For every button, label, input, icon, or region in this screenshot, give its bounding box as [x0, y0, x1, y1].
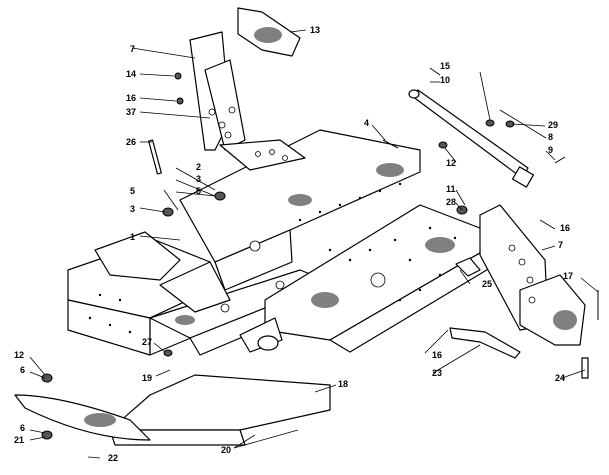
callout-23: 23 [432, 368, 442, 378]
callout-37: 37 [126, 107, 136, 117]
callout-19: 19 [142, 373, 152, 383]
steering-shaft [408, 89, 535, 188]
callout-13: 13 [310, 25, 320, 35]
callout-5a: 5 [196, 186, 201, 196]
callout-22: 22 [108, 453, 118, 463]
callout-7b: 7 [558, 240, 563, 250]
front-frame [67, 129, 501, 356]
callout-26: 26 [126, 137, 136, 147]
steering-support-right [479, 204, 586, 346]
callout-9: 9 [548, 145, 553, 155]
callout-29: 29 [548, 120, 558, 130]
callout-12b: 12 [14, 350, 24, 360]
callout-24: 24 [555, 373, 565, 383]
callout-21: 21 [14, 435, 24, 445]
callout-12a: 12 [446, 158, 456, 168]
callout-6a: 6 [20, 365, 25, 375]
callout-3b: 3 [130, 204, 135, 214]
hardware [41, 72, 599, 440]
callout-7a: 7 [130, 44, 135, 54]
callout-3a: 3 [196, 174, 201, 184]
leader-lines [29, 29, 599, 459]
callout-14: 14 [126, 69, 136, 79]
callout-16a: 16 [126, 93, 136, 103]
steering-support-left [189, 7, 306, 171]
callout-6b: 6 [20, 423, 25, 433]
callout-27: 27 [142, 337, 152, 347]
callout-25: 25 [482, 279, 492, 289]
callout-labels: 1 2 3 5 5 3 4 6 6 7 7 8 9 10 11 12 12 13… [14, 25, 573, 463]
callout-18: 18 [338, 379, 348, 389]
callout-2: 2 [196, 162, 201, 172]
callout-28: 28 [446, 197, 456, 207]
rivet-dots [88, 182, 457, 334]
callout-1: 1 [130, 232, 135, 242]
callout-17: 17 [563, 271, 573, 281]
callout-20: 20 [221, 445, 231, 455]
callout-11: 11 [446, 184, 456, 194]
callout-4: 4 [364, 118, 369, 128]
callout-16c: 16 [432, 350, 442, 360]
callout-8: 8 [548, 132, 553, 142]
callout-10: 10 [440, 75, 450, 85]
callout-5b: 5 [130, 186, 135, 196]
front-bumper-runner [14, 394, 151, 441]
callout-16b: 16 [560, 223, 570, 233]
callout-15: 15 [440, 61, 450, 71]
